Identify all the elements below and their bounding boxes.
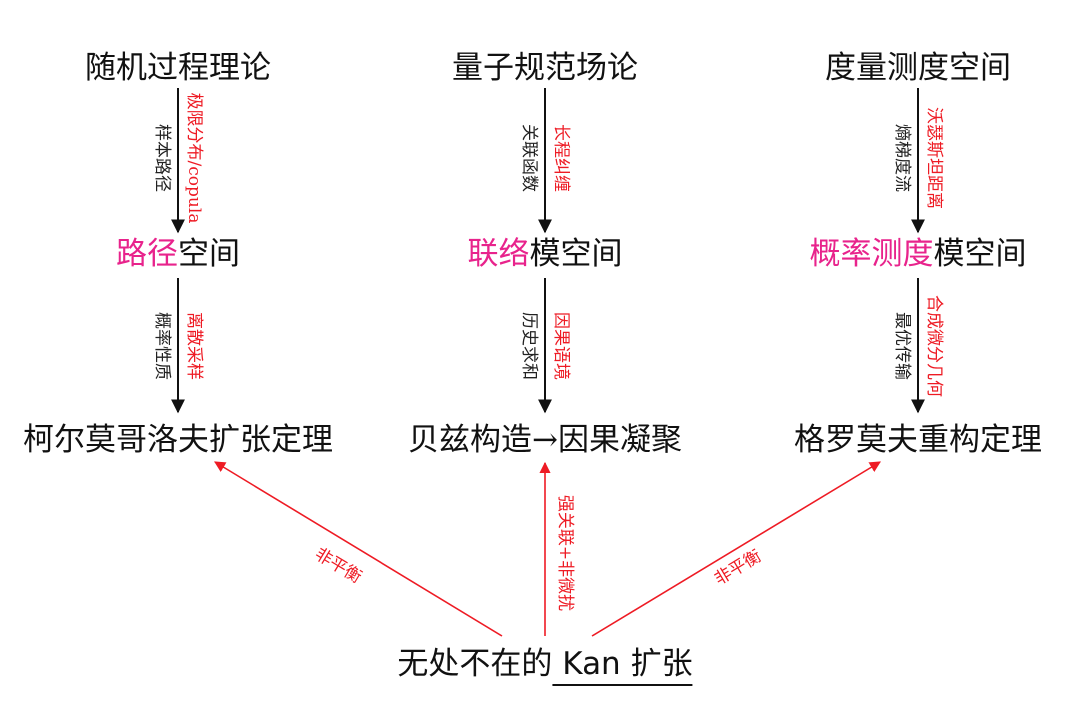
node-probability-measure-moduli-space: 概率测度模空间 — [810, 236, 1027, 272]
label-c3-a1-right: 沃瑟斯坦距离 — [924, 107, 944, 209]
node-probability-measure-highlight: 概率测度 — [809, 236, 934, 272]
node-connection-moduli-rest: 模空间 — [529, 236, 623, 272]
label-red-left: 非平衡 — [311, 544, 365, 587]
node-baez-construction: 贝兹构造→因果凝聚 — [408, 422, 682, 458]
label-c2-a1-left: 关联函数 — [519, 124, 539, 192]
node-path-space: 路径空间 — [116, 236, 240, 272]
label-c3-a1-left: 熵梯度流 — [892, 124, 912, 192]
label-c1-a2-right: 离散采样 — [184, 312, 204, 380]
arrow-red-right — [591, 461, 881, 637]
node-gromov-reconstruction-theorem: 格罗莫夫重构定理 — [794, 422, 1042, 458]
node-probability-measure-rest: 模空间 — [933, 236, 1027, 272]
label-red-right: 非平衡 — [711, 546, 765, 589]
node-kan-suffix: 扩张 — [630, 646, 693, 682]
node-ubiquitous-kan-extension: 无处不在的 Kan 扩张 — [397, 646, 693, 686]
label-c1-a1-right: 极限分布/copula — [184, 93, 204, 224]
label-c2-a2-left: 历史求和 — [519, 312, 539, 380]
node-kan-prefix: 无处不在的 — [397, 646, 553, 682]
label-c3-a2-right: 合成微分几何 — [924, 295, 944, 397]
node-connection-moduli-highlight: 联络 — [467, 236, 530, 272]
label-c3-a2-left: 最优传输 — [892, 312, 912, 380]
label-red-center: 强关联+非微扰 — [555, 495, 575, 611]
node-metric-measure-space: 度量测度空间 — [825, 50, 1011, 86]
node-connection-moduli-space: 联络模空间 — [468, 236, 623, 272]
label-c2-a2-right: 因果语境 — [551, 312, 571, 380]
node-quantum-gauge-field-theory: 量子规范场论 — [452, 50, 638, 86]
node-kolmogorov-extension-theorem: 柯尔莫哥洛夫扩张定理 — [23, 422, 333, 458]
arrow-red-left — [214, 461, 503, 637]
node-kan-underlined: Kan 扩张 — [552, 646, 693, 686]
label-c1-a2-left: 概率性质 — [152, 312, 172, 380]
label-c2-a1-right: 长程纠缠 — [551, 124, 571, 192]
node-kan-word: Kan — [562, 646, 621, 682]
label-c1-a1-left: 样本路径 — [152, 124, 172, 192]
node-path-space-highlight: 路径 — [116, 236, 178, 272]
node-stochastic-process-theory: 随机过程理论 — [85, 50, 271, 86]
node-path-space-rest: 空间 — [178, 236, 240, 272]
